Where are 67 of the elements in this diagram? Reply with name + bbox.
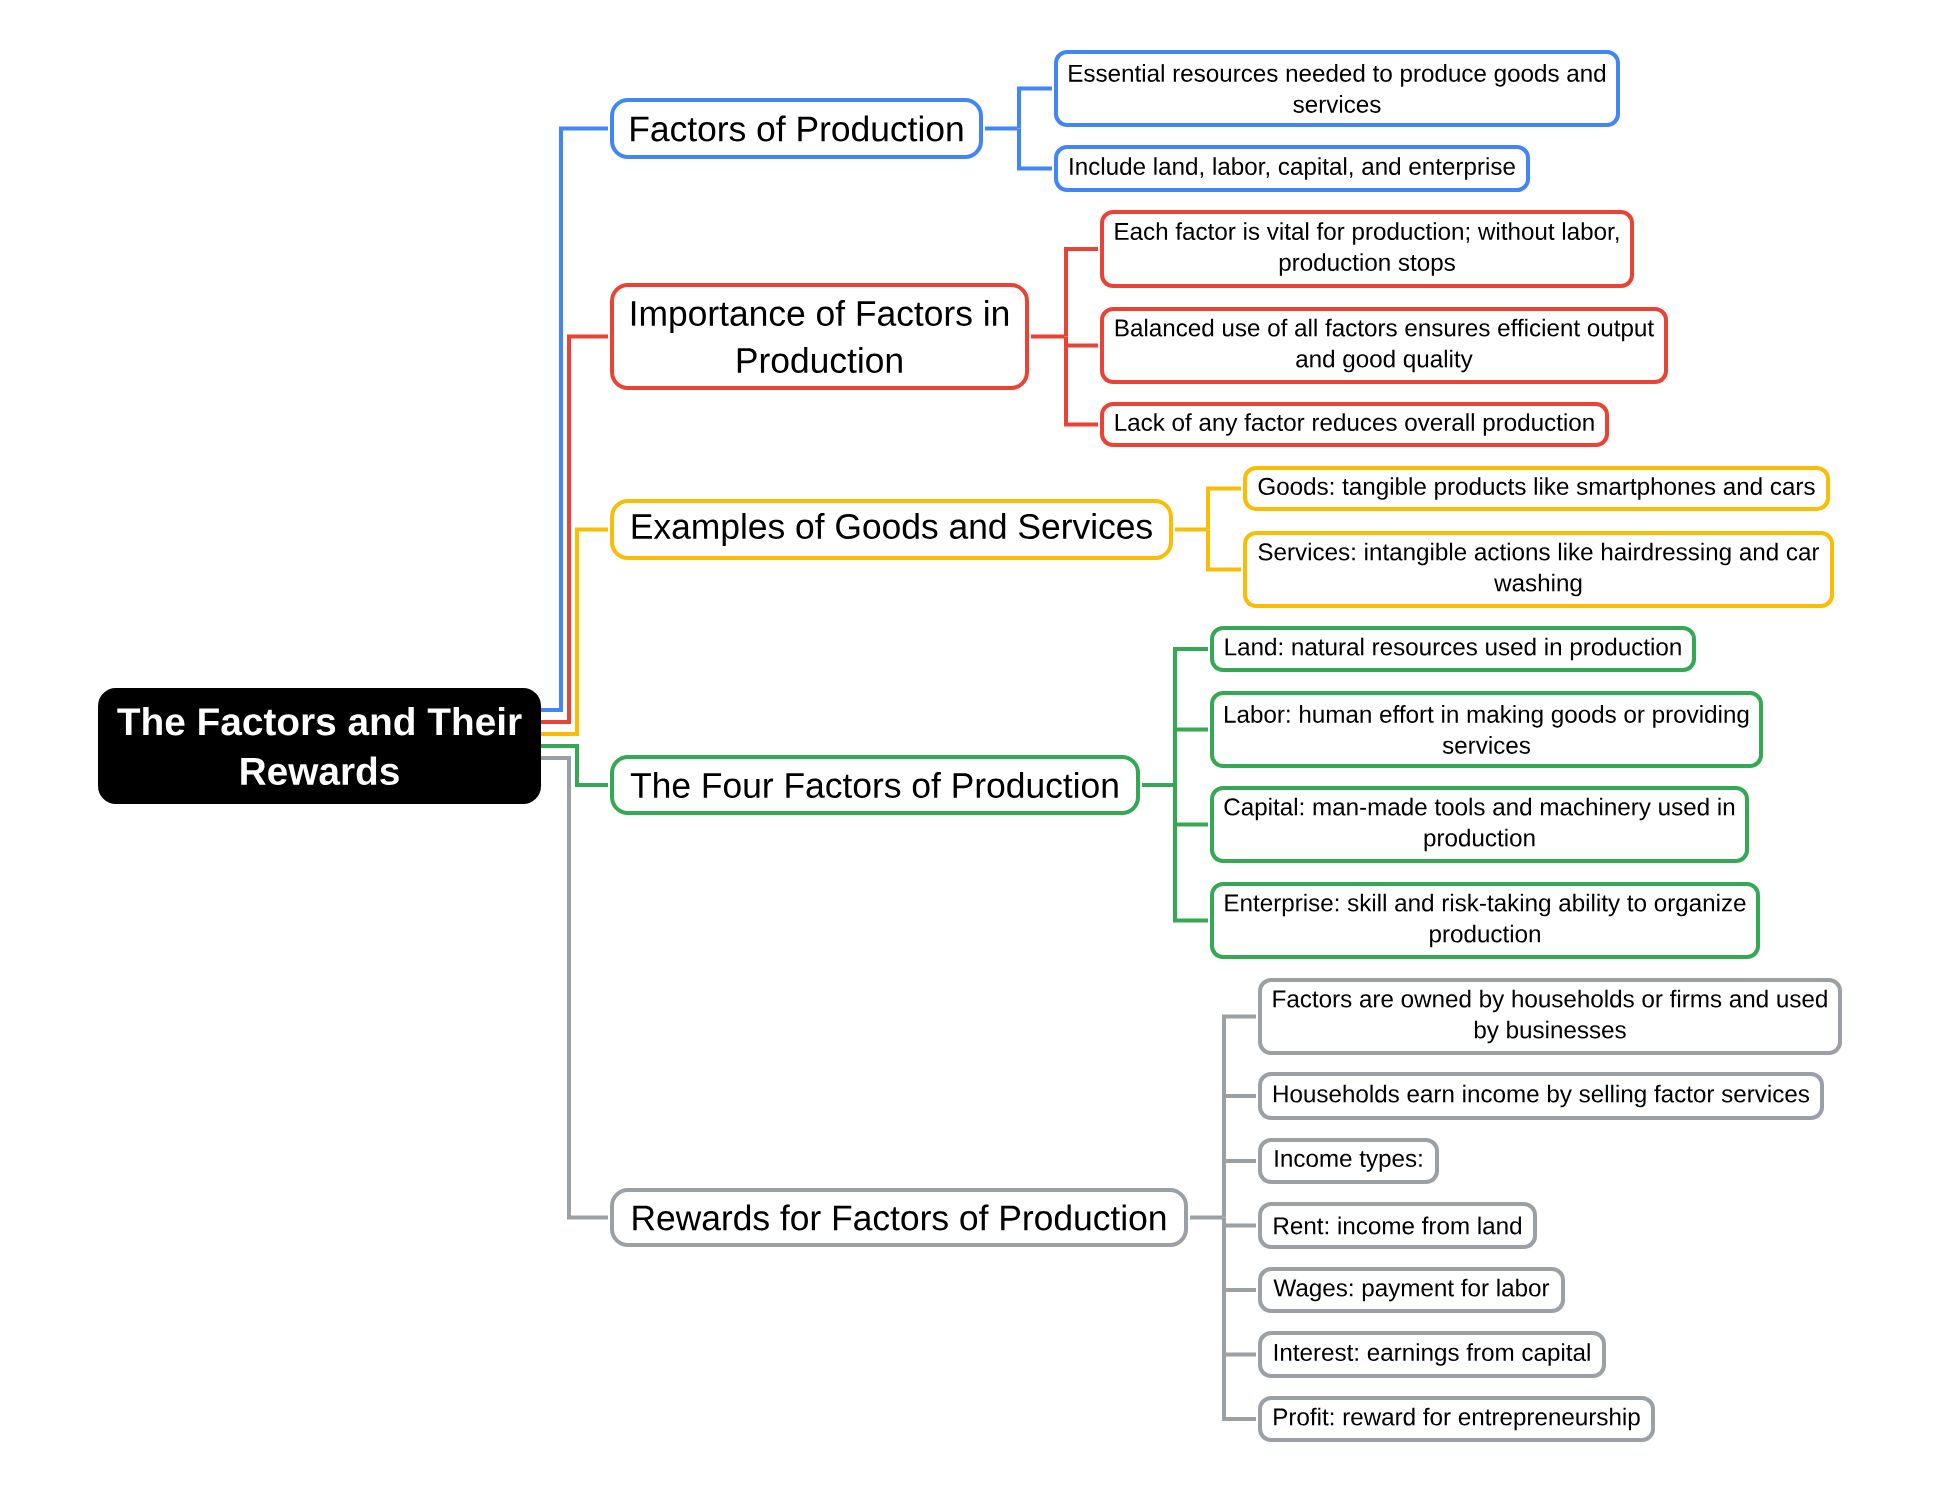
connector-line — [1173, 647, 1208, 651]
connector-line — [1173, 822, 1208, 827]
connector-line — [1222, 1217, 1226, 1226]
topic-box: Factors of Production — [610, 98, 983, 159]
note-box: Capital: man-made tools and machinery used in production — [1210, 786, 1749, 863]
connector-line — [1222, 1352, 1256, 1357]
note-box: Each factor is vital for production; without labor, production stops — [1100, 210, 1634, 288]
connector-line — [1206, 567, 1241, 572]
connector-line — [1222, 1225, 1226, 1290]
note-box: Interest: earnings from capital — [1258, 1331, 1606, 1378]
note-box: Income types: — [1258, 1138, 1439, 1184]
note-box: Factors are owned by households or firms and used by businesses — [1258, 978, 1842, 1055]
connector-line — [1173, 785, 1177, 825]
note-box: Profit: reward for entrepreneurship — [1258, 1396, 1655, 1442]
connector-line — [541, 527, 608, 736]
connector-line — [1173, 824, 1177, 921]
connector-line — [541, 756, 608, 1220]
note-box: Include land, labor, capital, and enterprise — [1054, 145, 1530, 192]
connector-line — [1222, 1417, 1256, 1421]
connector-line — [541, 126, 608, 712]
note-box: Essential resources needed to produce goods and services — [1054, 50, 1620, 127]
connector-line — [1064, 249, 1068, 337]
connector-line — [1142, 783, 1173, 787]
connector-line — [1173, 729, 1177, 785]
topic-box: Examples of Goods and Services — [610, 499, 1173, 560]
note-box: Labor: human effort in making goods or providing services — [1210, 691, 1763, 768]
connector-line — [1222, 1161, 1226, 1218]
connector-line — [1064, 345, 1068, 425]
connector-line — [1206, 529, 1210, 570]
connector-line — [1206, 488, 1210, 530]
connector-line — [1173, 649, 1177, 730]
topic-box: The Four Factors of Production — [610, 755, 1140, 815]
note-box: Households earn income by selling factor services — [1258, 1072, 1824, 1120]
central-topic-box: The Factors and Their Rewards — [98, 688, 541, 804]
connector-line — [1064, 336, 1068, 346]
connector-line — [1064, 422, 1098, 427]
note-box: Land: natural resources used in production — [1210, 626, 1696, 672]
connector-line — [1017, 88, 1021, 129]
connector-line — [1017, 166, 1052, 171]
connector-line — [1175, 527, 1206, 532]
note-box: Rent: income from land — [1258, 1202, 1537, 1249]
topic-box: Importance of Factors in Production — [610, 283, 1029, 390]
note-box: Wages: payment for labor — [1258, 1267, 1565, 1313]
connector-line — [1222, 1290, 1226, 1355]
connector-line — [1206, 486, 1241, 491]
connector-line — [1173, 727, 1208, 732]
connector-line — [1222, 1016, 1226, 1096]
connector-line — [1064, 247, 1098, 251]
note-box: Lack of any factor reduces overall production — [1100, 402, 1609, 447]
connector-line — [1222, 1223, 1256, 1228]
connector-line — [1222, 1014, 1256, 1019]
topic-box: Rewards for Factors of Production — [610, 1188, 1188, 1247]
connector-line — [541, 744, 608, 787]
connector-line — [541, 334, 608, 724]
connector-line — [1017, 86, 1052, 91]
note-box: Balanced use of all factors ensures efficient output and good quality — [1100, 307, 1668, 384]
note-box: Goods: tangible products like smartphones and cars — [1243, 466, 1830, 511]
connector-line — [1222, 1354, 1226, 1419]
connector-line — [1064, 343, 1098, 348]
connector-line — [1190, 1215, 1222, 1220]
note-box: Enterprise: skill and risk-taking ability to organize production — [1210, 882, 1760, 959]
connector-line — [985, 126, 1017, 131]
note-box: Services: intangible actions like hairdressing and car washing — [1243, 531, 1834, 608]
connector-line — [1173, 918, 1208, 923]
connector-line — [1031, 334, 1064, 339]
connector-line — [1222, 1096, 1226, 1161]
connector-line — [1017, 128, 1021, 169]
